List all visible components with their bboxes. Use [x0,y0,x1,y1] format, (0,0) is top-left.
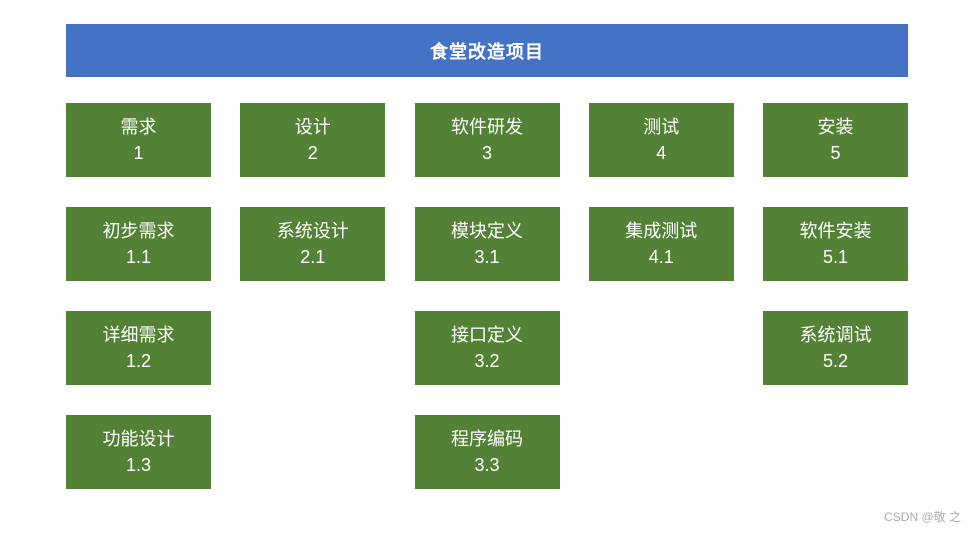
project-title-bar: 食堂改造项目 [66,24,908,77]
wbs-node-label: 软件研发 [451,117,523,137]
wbs-node-5-1: 软件安装 5.1 [763,207,908,281]
wbs-node-3-3: 程序编码 3.3 [414,415,560,489]
project-title: 食堂改造项目 [430,41,544,62]
wbs-node-label: 软件安装 [799,221,872,241]
wbs-node-code: 5.2 [822,351,849,371]
wbs-node-code: 3.1 [474,247,500,267]
wbs-node-label: 详细需求 [102,325,175,345]
wbs-node-label: 模块定义 [451,221,523,241]
wbs-node-code: 3 [481,143,492,163]
wbs-node-4-1: 集成测试 4.1 [588,207,734,281]
wbs-node-label: 集成测试 [625,221,698,241]
wbs-node-code: 1 [133,143,144,163]
wbs-node-label: 初步需求 [102,221,175,241]
wbs-node-1: 需求 1 [66,103,211,177]
wbs-node-label: 安装 [817,117,854,137]
wbs-node-3-1: 模块定义 3.1 [414,207,560,281]
wbs-node-5-2: 系统调试 5.2 [763,311,908,385]
wbs-node-label: 接口定义 [451,325,523,345]
wbs-node-code: 3.3 [474,455,500,475]
wbs-node-label: 测试 [643,117,680,137]
wbs-node-code: 3.2 [474,351,500,371]
wbs-node-label: 设计 [294,117,331,137]
wbs-node-code: 4 [656,143,667,163]
wbs-node-2: 设计 2 [240,103,386,177]
wbs-node-code: 5 [830,143,841,163]
wbs-node-code: 5.1 [822,247,849,267]
wbs-node-label: 程序编码 [451,429,523,449]
wbs-grid: 需求 1 初步需求 1.1 详细需求 1.2 功能设计 1.3 设计 2 系统设… [66,103,908,489]
wbs-node-label: 功能设计 [102,429,175,449]
wbs-node-3: 软件研发 3 [414,103,560,177]
wbs-node-code: 4.1 [648,247,674,267]
wbs-node-label: 系统调试 [799,325,872,345]
wbs-node-label: 需求 [120,117,157,137]
wbs-node-4: 测试 4 [588,103,734,177]
wbs-node-1-2: 详细需求 1.2 [66,311,211,385]
wbs-node-code: 1.3 [125,455,152,475]
wbs-node-code: 2.1 [300,247,326,267]
wbs-node-2-1: 系统设计 2.1 [240,207,386,281]
wbs-node-label: 系统设计 [276,221,349,241]
wbs-node-code: 2 [307,143,318,163]
wbs-node-5: 安装 5 [763,103,908,177]
wbs-node-1-3: 功能设计 1.3 [66,415,211,489]
wbs-node-code: 1.1 [125,247,152,267]
csdn-watermark: CSDN @敬 之 [884,510,961,524]
wbs-node-code: 1.2 [125,351,152,371]
wbs-node-1-1: 初步需求 1.1 [66,207,211,281]
wbs-node-3-2: 接口定义 3.2 [414,311,560,385]
